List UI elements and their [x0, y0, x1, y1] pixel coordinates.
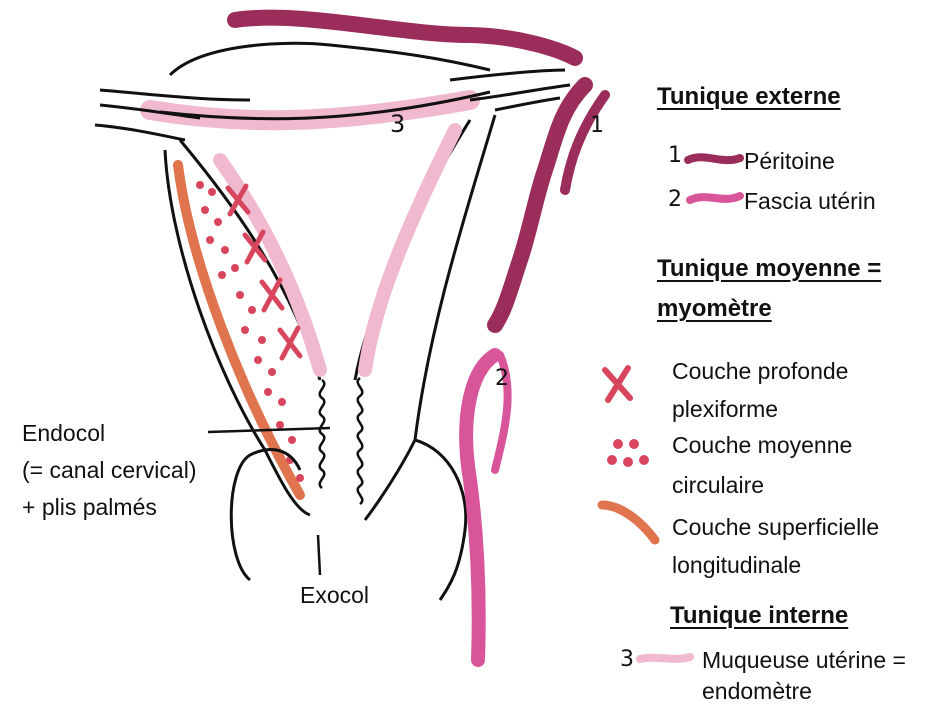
drawing-number-2: 2: [495, 366, 509, 391]
label-exocol: Exocol: [300, 580, 369, 610]
peritoneum-top-band: [235, 18, 575, 58]
heading-tunique-moyenne: Tunique moyenne =: [657, 255, 881, 283]
legend-label-couche-superficielle: Couche superficielle: [672, 512, 879, 542]
heading-tunique-interne: Tunique interne: [670, 602, 848, 630]
endometrium-right: [365, 130, 455, 370]
legend-label-longitudinale: longitudinale: [672, 550, 801, 580]
label-endocol-canal: (= canal cervical): [22, 455, 196, 485]
cervix-right-lip: [365, 440, 466, 600]
ligament-right-1: [450, 70, 565, 80]
fundus-outline: [170, 43, 490, 75]
ligament-left-3: [95, 125, 185, 140]
legend-swatch-fascia: [690, 196, 740, 200]
exocol-pointer: [318, 535, 320, 575]
label-endocol: Endocol: [22, 418, 105, 448]
legend-label-circulaire: circulaire: [672, 470, 764, 500]
heading-tunique-externe: Tunique externe: [657, 83, 841, 111]
legend-key-peritoine: 1: [668, 143, 682, 168]
legend-label-couche-moyenne: Couche moyenne: [672, 430, 852, 460]
legend-label-muqueuse: Muqueuse utérine =: [702, 645, 906, 675]
drawing-number-1: 1: [590, 113, 604, 138]
peritoneum-right-band: [495, 85, 585, 325]
ligament-right-3: [495, 98, 560, 110]
legend-swatch-circulaire: [607, 439, 649, 467]
legend-label-couche-profonde: Couche profonde: [672, 356, 848, 386]
legend-label-peritoine: Péritoine: [744, 146, 835, 176]
right-wall-outer: [415, 115, 495, 440]
drawing-number-3: 3: [390, 110, 405, 138]
legend-key-muqueuse: 3: [620, 647, 634, 672]
ligament-left-1: [100, 90, 250, 100]
myometrium-circular-dots: [196, 181, 304, 482]
legend-label-fascia: Fascia utérin: [744, 186, 876, 216]
legend-key-fascia: 2: [668, 187, 682, 212]
label-endocol-plis: + plis palmés: [22, 492, 157, 522]
heading-myometre: myomètre: [657, 295, 772, 323]
legend-swatch-longitudinale: [602, 505, 655, 540]
fascia-right-band: [466, 355, 495, 660]
palmate-folds-left: [320, 380, 325, 488]
legend-label-plexiforme: plexiforme: [672, 394, 778, 424]
legend-label-endometre: endomètre: [702, 676, 812, 706]
legend-swatch-plexiforme: [605, 368, 630, 400]
palmate-folds-right: [358, 378, 363, 504]
legend-swatch-peritoine: [688, 157, 740, 160]
legend-swatch-muqueuse: [640, 657, 690, 659]
